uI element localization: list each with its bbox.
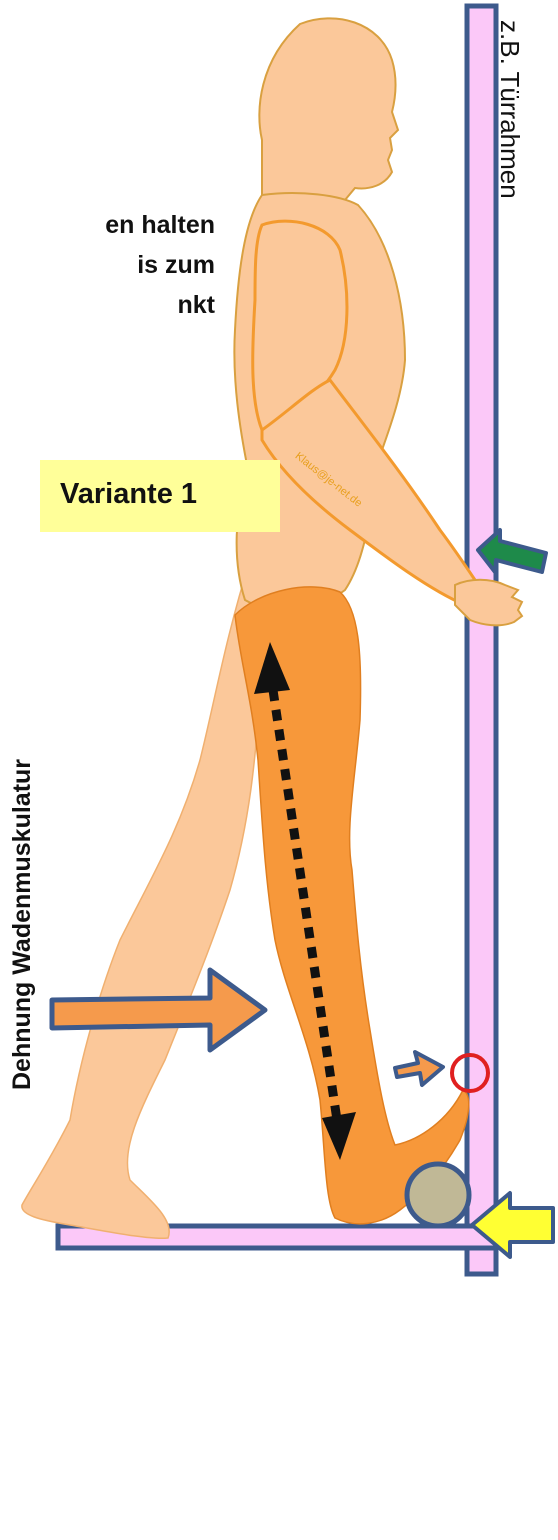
arrow-right-icon — [395, 1052, 443, 1085]
instruction-line: en halten — [0, 205, 215, 245]
stretch-label: Dehnung Wadenmuskulatur — [8, 1090, 42, 1540]
door-frame-vertical — [467, 6, 496, 1274]
instruction-line: is zum — [0, 245, 215, 285]
variant-badge-box: Variante 1 — [40, 460, 280, 532]
instruction-text: en halten is zum nkt — [0, 205, 215, 325]
door-label: z.B. Türrahmen — [505, 20, 545, 280]
diagram-canvas — [0, 0, 558, 1283]
back-leg — [22, 560, 260, 1238]
instruction-line: nkt — [0, 285, 215, 325]
head — [259, 18, 398, 200]
stretch-label-text: Dehnung Wadenmuskulatur — [8, 759, 37, 1090]
variant-label: Variante 1 — [60, 478, 197, 511]
ball-icon — [407, 1164, 469, 1226]
stretch-diagram: en halten is zum nkt Variante 1 z.B. Tür… — [0, 0, 558, 1283]
door-label-text: z.B. Türrahmen — [494, 20, 525, 199]
